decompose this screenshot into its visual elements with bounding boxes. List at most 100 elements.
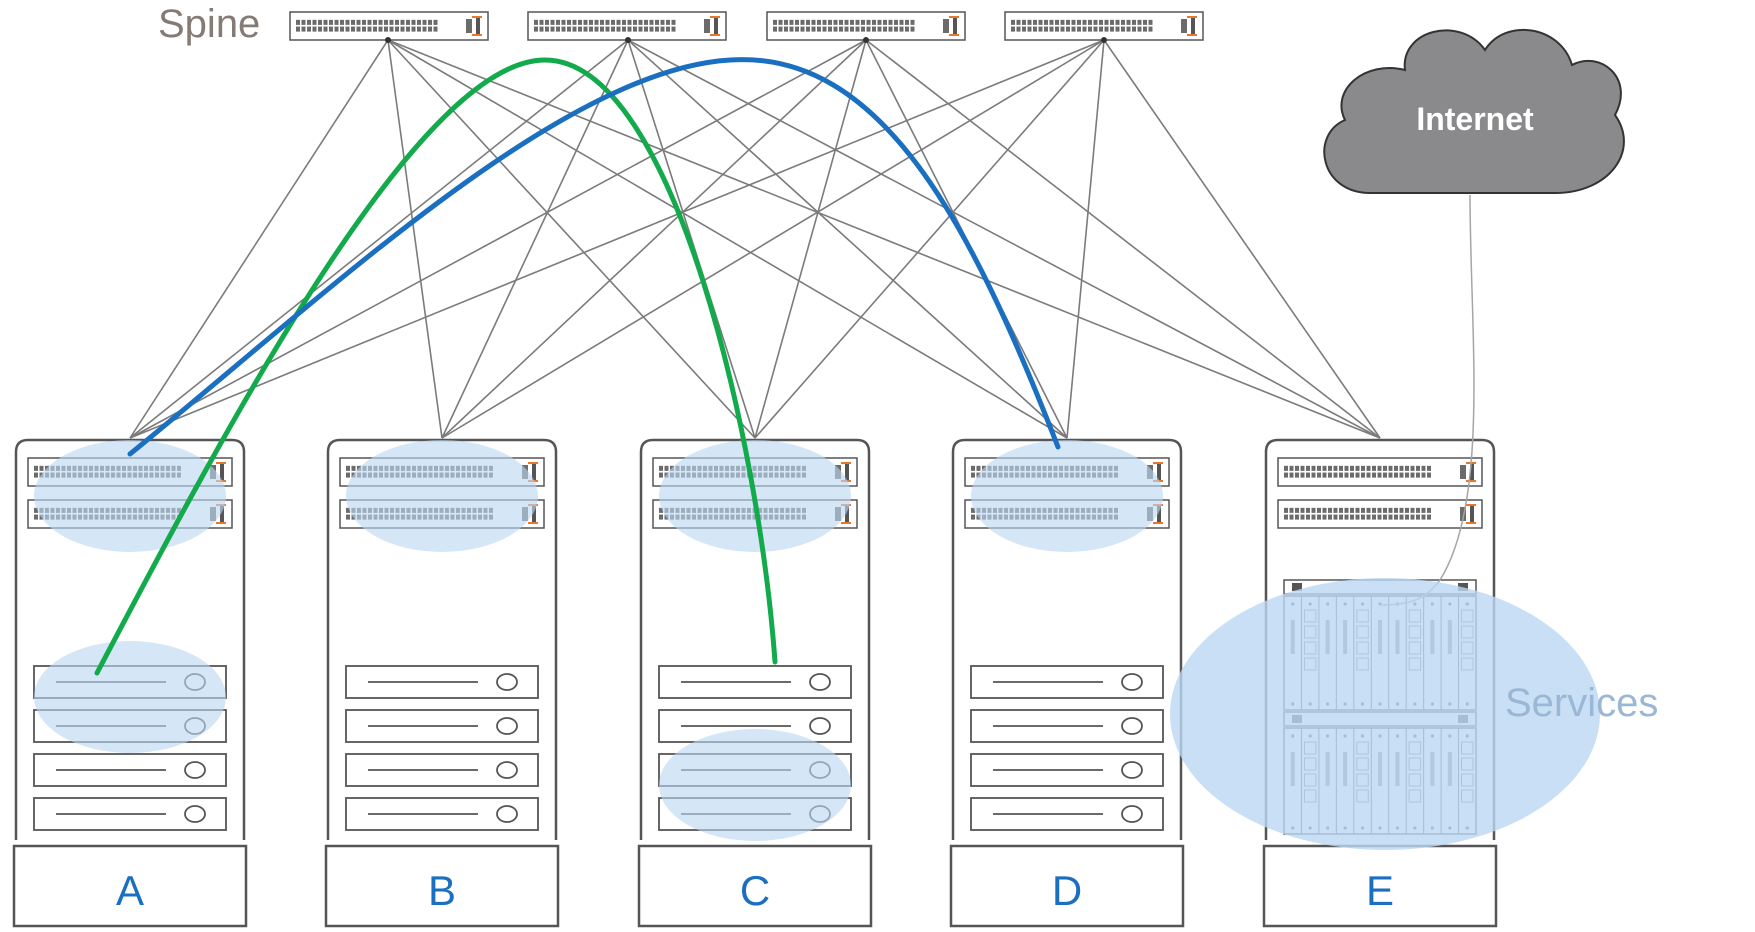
switch-port <box>1115 19 1120 25</box>
switch-status-led <box>1187 16 1197 18</box>
switch-port <box>589 26 593 32</box>
switch-port <box>567 26 571 32</box>
switch-port <box>1088 26 1092 32</box>
switch-port <box>627 19 632 25</box>
switch-port <box>773 26 777 32</box>
switch-port <box>395 26 399 32</box>
switch-port <box>784 26 788 32</box>
switch-port <box>899 19 904 25</box>
switch-port <box>910 19 915 25</box>
switch-uplink <box>1157 463 1161 481</box>
switch-port <box>664 465 669 471</box>
switch-port <box>1317 507 1321 513</box>
spine-leaf-link <box>754 39 867 439</box>
spine-leaf-link <box>441 39 1105 439</box>
switch-port <box>1066 26 1070 32</box>
switch-port <box>789 19 794 25</box>
switch-port <box>1416 465 1420 471</box>
switch-port <box>1126 26 1131 32</box>
switch-port <box>659 514 663 520</box>
switch-body <box>1277 499 1483 529</box>
switch-port <box>638 26 643 32</box>
switch-status-led <box>710 34 720 36</box>
switch-port <box>1055 19 1059 25</box>
switch-port <box>822 26 827 32</box>
switch-port <box>1410 507 1415 513</box>
server-unit <box>345 709 539 743</box>
switch-port <box>644 26 648 32</box>
switch-port <box>850 26 854 32</box>
switch-port <box>589 19 593 25</box>
switch-port <box>334 26 339 32</box>
switch-port <box>34 465 38 471</box>
server-unit <box>345 665 539 699</box>
server-power-icon <box>1121 805 1143 823</box>
switch-port <box>1300 507 1305 513</box>
switch-port <box>1405 507 1409 513</box>
switch-uplink <box>845 463 849 481</box>
switch-port <box>1350 465 1354 471</box>
switch-port <box>795 26 799 32</box>
switch-port <box>1328 472 1332 478</box>
switch-port <box>1328 465 1332 471</box>
services-region <box>1170 578 1600 850</box>
switch-port <box>556 26 560 32</box>
switch-port <box>362 26 366 32</box>
switch-port <box>1366 472 1371 478</box>
switch-port <box>422 19 427 25</box>
switch-port <box>1416 514 1420 520</box>
switch-port <box>789 26 794 32</box>
switch-port <box>666 26 670 32</box>
switch-port <box>1333 507 1338 513</box>
switch-port <box>1038 26 1043 32</box>
switch-uplink <box>1470 463 1474 481</box>
switch-port <box>556 19 560 25</box>
server-power-icon <box>1121 717 1143 735</box>
switch-port <box>778 19 783 25</box>
switch-port <box>659 472 663 478</box>
switch-port <box>839 19 843 25</box>
switch-port <box>346 472 350 478</box>
switch-port <box>1416 507 1420 513</box>
switch-port <box>1377 472 1382 478</box>
switch-status-led <box>949 34 959 36</box>
switch-port <box>340 19 344 25</box>
switch-port <box>1289 465 1294 471</box>
switch-port <box>773 19 777 25</box>
switch-status-led <box>710 16 720 18</box>
server-power-icon <box>809 673 831 691</box>
switch-port <box>34 514 38 520</box>
switch-port <box>550 19 555 25</box>
switch-status-led <box>1153 462 1163 464</box>
switch-port <box>1328 507 1332 513</box>
switch-port <box>1143 19 1147 25</box>
switch-port <box>1121 26 1125 32</box>
switch-port <box>622 19 626 25</box>
server-power-icon <box>184 805 206 823</box>
switch-port <box>833 19 838 25</box>
server-power-icon <box>496 717 518 735</box>
switch-port <box>1289 514 1294 520</box>
switch-port <box>1137 26 1142 32</box>
switch-port <box>844 26 849 32</box>
switch-port <box>1295 472 1299 478</box>
switch-port <box>1427 472 1431 478</box>
switch-port <box>1284 514 1288 520</box>
green-path <box>94 57 778 676</box>
switch-port <box>1181 19 1187 33</box>
switch-port <box>1410 514 1415 520</box>
switch-port <box>806 19 810 25</box>
spine-port-dot <box>863 37 869 43</box>
switch-port <box>894 19 898 25</box>
server-unit <box>970 797 1164 831</box>
switch-port <box>800 26 805 32</box>
switch-port <box>1344 507 1349 513</box>
switch-port <box>351 19 355 25</box>
switch-port <box>1082 26 1087 32</box>
switch-port <box>1361 507 1365 513</box>
switch-port <box>1060 26 1065 32</box>
switch-port <box>1460 507 1466 521</box>
switch-port <box>1339 507 1343 513</box>
switch-port <box>971 465 975 471</box>
